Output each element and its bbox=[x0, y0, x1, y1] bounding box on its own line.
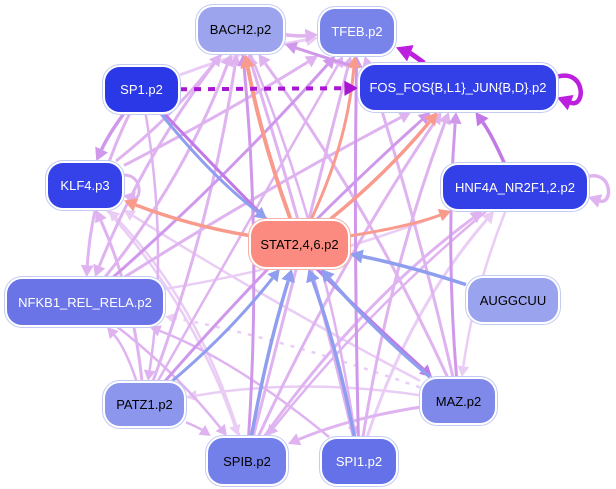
node-label: PATZ1.p2 bbox=[116, 397, 173, 412]
edge-SPI1-to-NFKB1 bbox=[149, 325, 330, 438]
node-label: TFEB.p2 bbox=[331, 24, 383, 39]
edge-SPI1-to-STAT bbox=[306, 269, 357, 438]
node-TFEB[interactable]: TFEB.p2 bbox=[320, 9, 394, 54]
edge-PATZ1-to-BACH2 bbox=[151, 54, 242, 382]
edge-HNF4A-to-HNF4A bbox=[584, 174, 611, 208]
edge-STAT-to-BACH2 bbox=[240, 54, 293, 220]
edge-STAT-to-FOS bbox=[329, 112, 438, 221]
edge-AUGGCUU-to-STAT bbox=[350, 249, 467, 287]
edge-HNF4A-to-FOS bbox=[475, 112, 506, 164]
node-PATZ1[interactable]: PATZ1.p2 bbox=[105, 383, 184, 426]
edge-HNF4A-to-SPIB bbox=[266, 210, 488, 436]
edge-SP1-to-FOS bbox=[179, 80, 358, 96]
node-label: FOS_FOS{B,L1}_JUN{B,D}.p2 bbox=[369, 80, 547, 95]
node-label: SPI1.p2 bbox=[335, 454, 383, 469]
edge-SP1-to-PATZ1 bbox=[143, 113, 160, 381]
edge-STAT-to-HNF4A bbox=[349, 209, 451, 238]
node-label: SPIB.p2 bbox=[223, 453, 271, 469]
edge-MAZ-to-SPIB bbox=[288, 405, 421, 446]
edge-FOS-to-TFEB bbox=[396, 45, 426, 66]
edge-PATZ1-to-NFKB1 bbox=[107, 327, 138, 382]
edge-STAT-to-KLF4 bbox=[124, 198, 250, 238]
node-MAZ[interactable]: MAZ.p2 bbox=[422, 379, 495, 423]
node-label: STAT2,4,6.p2 bbox=[260, 236, 339, 252]
node-label: HNF4A_NR2F1,2.p2 bbox=[455, 179, 575, 195]
edge-SPIB-to-STAT bbox=[249, 269, 295, 437]
node-SP1[interactable]: SP1.p2 bbox=[105, 67, 178, 112]
edge-PATZ1-to-STAT bbox=[171, 269, 280, 383]
edge-SP1-to-KLF4 bbox=[95, 112, 125, 161]
edge-MAZ-to-FOS bbox=[448, 112, 462, 378]
edge-KLF4-to-TFEB bbox=[123, 55, 318, 167]
node-HNF4A[interactable]: HNF4A_NR2F1,2.p2 bbox=[443, 165, 587, 209]
node-SPI1[interactable]: SPI1.p2 bbox=[322, 439, 396, 484]
node-SPIB[interactable]: SPIB.p2 bbox=[208, 438, 286, 484]
edge-BACH2-to-NFKB1 bbox=[93, 53, 223, 277]
node-label: MAZ.p2 bbox=[435, 393, 482, 409]
node-NFKB1[interactable]: NFKB1_REL_RELA.p2 bbox=[7, 279, 163, 325]
node-AUGGCUU[interactable]: AUGGCUU bbox=[468, 278, 558, 322]
edge-SPIB-to-KLF4 bbox=[108, 210, 241, 437]
node-label: BACH2.p2 bbox=[209, 22, 272, 37]
node-label: KLF4.p3 bbox=[60, 178, 110, 193]
edge-FOS-to-FOS bbox=[552, 73, 583, 111]
node-label: SP1.p2 bbox=[120, 82, 163, 97]
node-STAT[interactable]: STAT2,4,6.p2 bbox=[251, 221, 348, 267]
edge-MAZ-to-KLF4 bbox=[123, 210, 421, 382]
node-FOS[interactable]: FOS_FOS{B,L1}_JUN{B,D}.p2 bbox=[360, 65, 556, 110]
node-KLF4[interactable]: KLF4.p3 bbox=[48, 163, 122, 208]
edge-PATZ1-to-SPIB bbox=[185, 421, 211, 436]
edge-BACH2-to-TFEB bbox=[284, 28, 318, 43]
node-label: AUGGCUU bbox=[479, 292, 547, 308]
edge-MAZ-to-STAT bbox=[321, 269, 432, 379]
edge-SP1-to-STAT bbox=[160, 113, 267, 219]
node-BACH2[interactable]: BACH2.p2 bbox=[198, 7, 283, 52]
node-label: NFKB1_REL_RELA.p2 bbox=[18, 294, 152, 310]
